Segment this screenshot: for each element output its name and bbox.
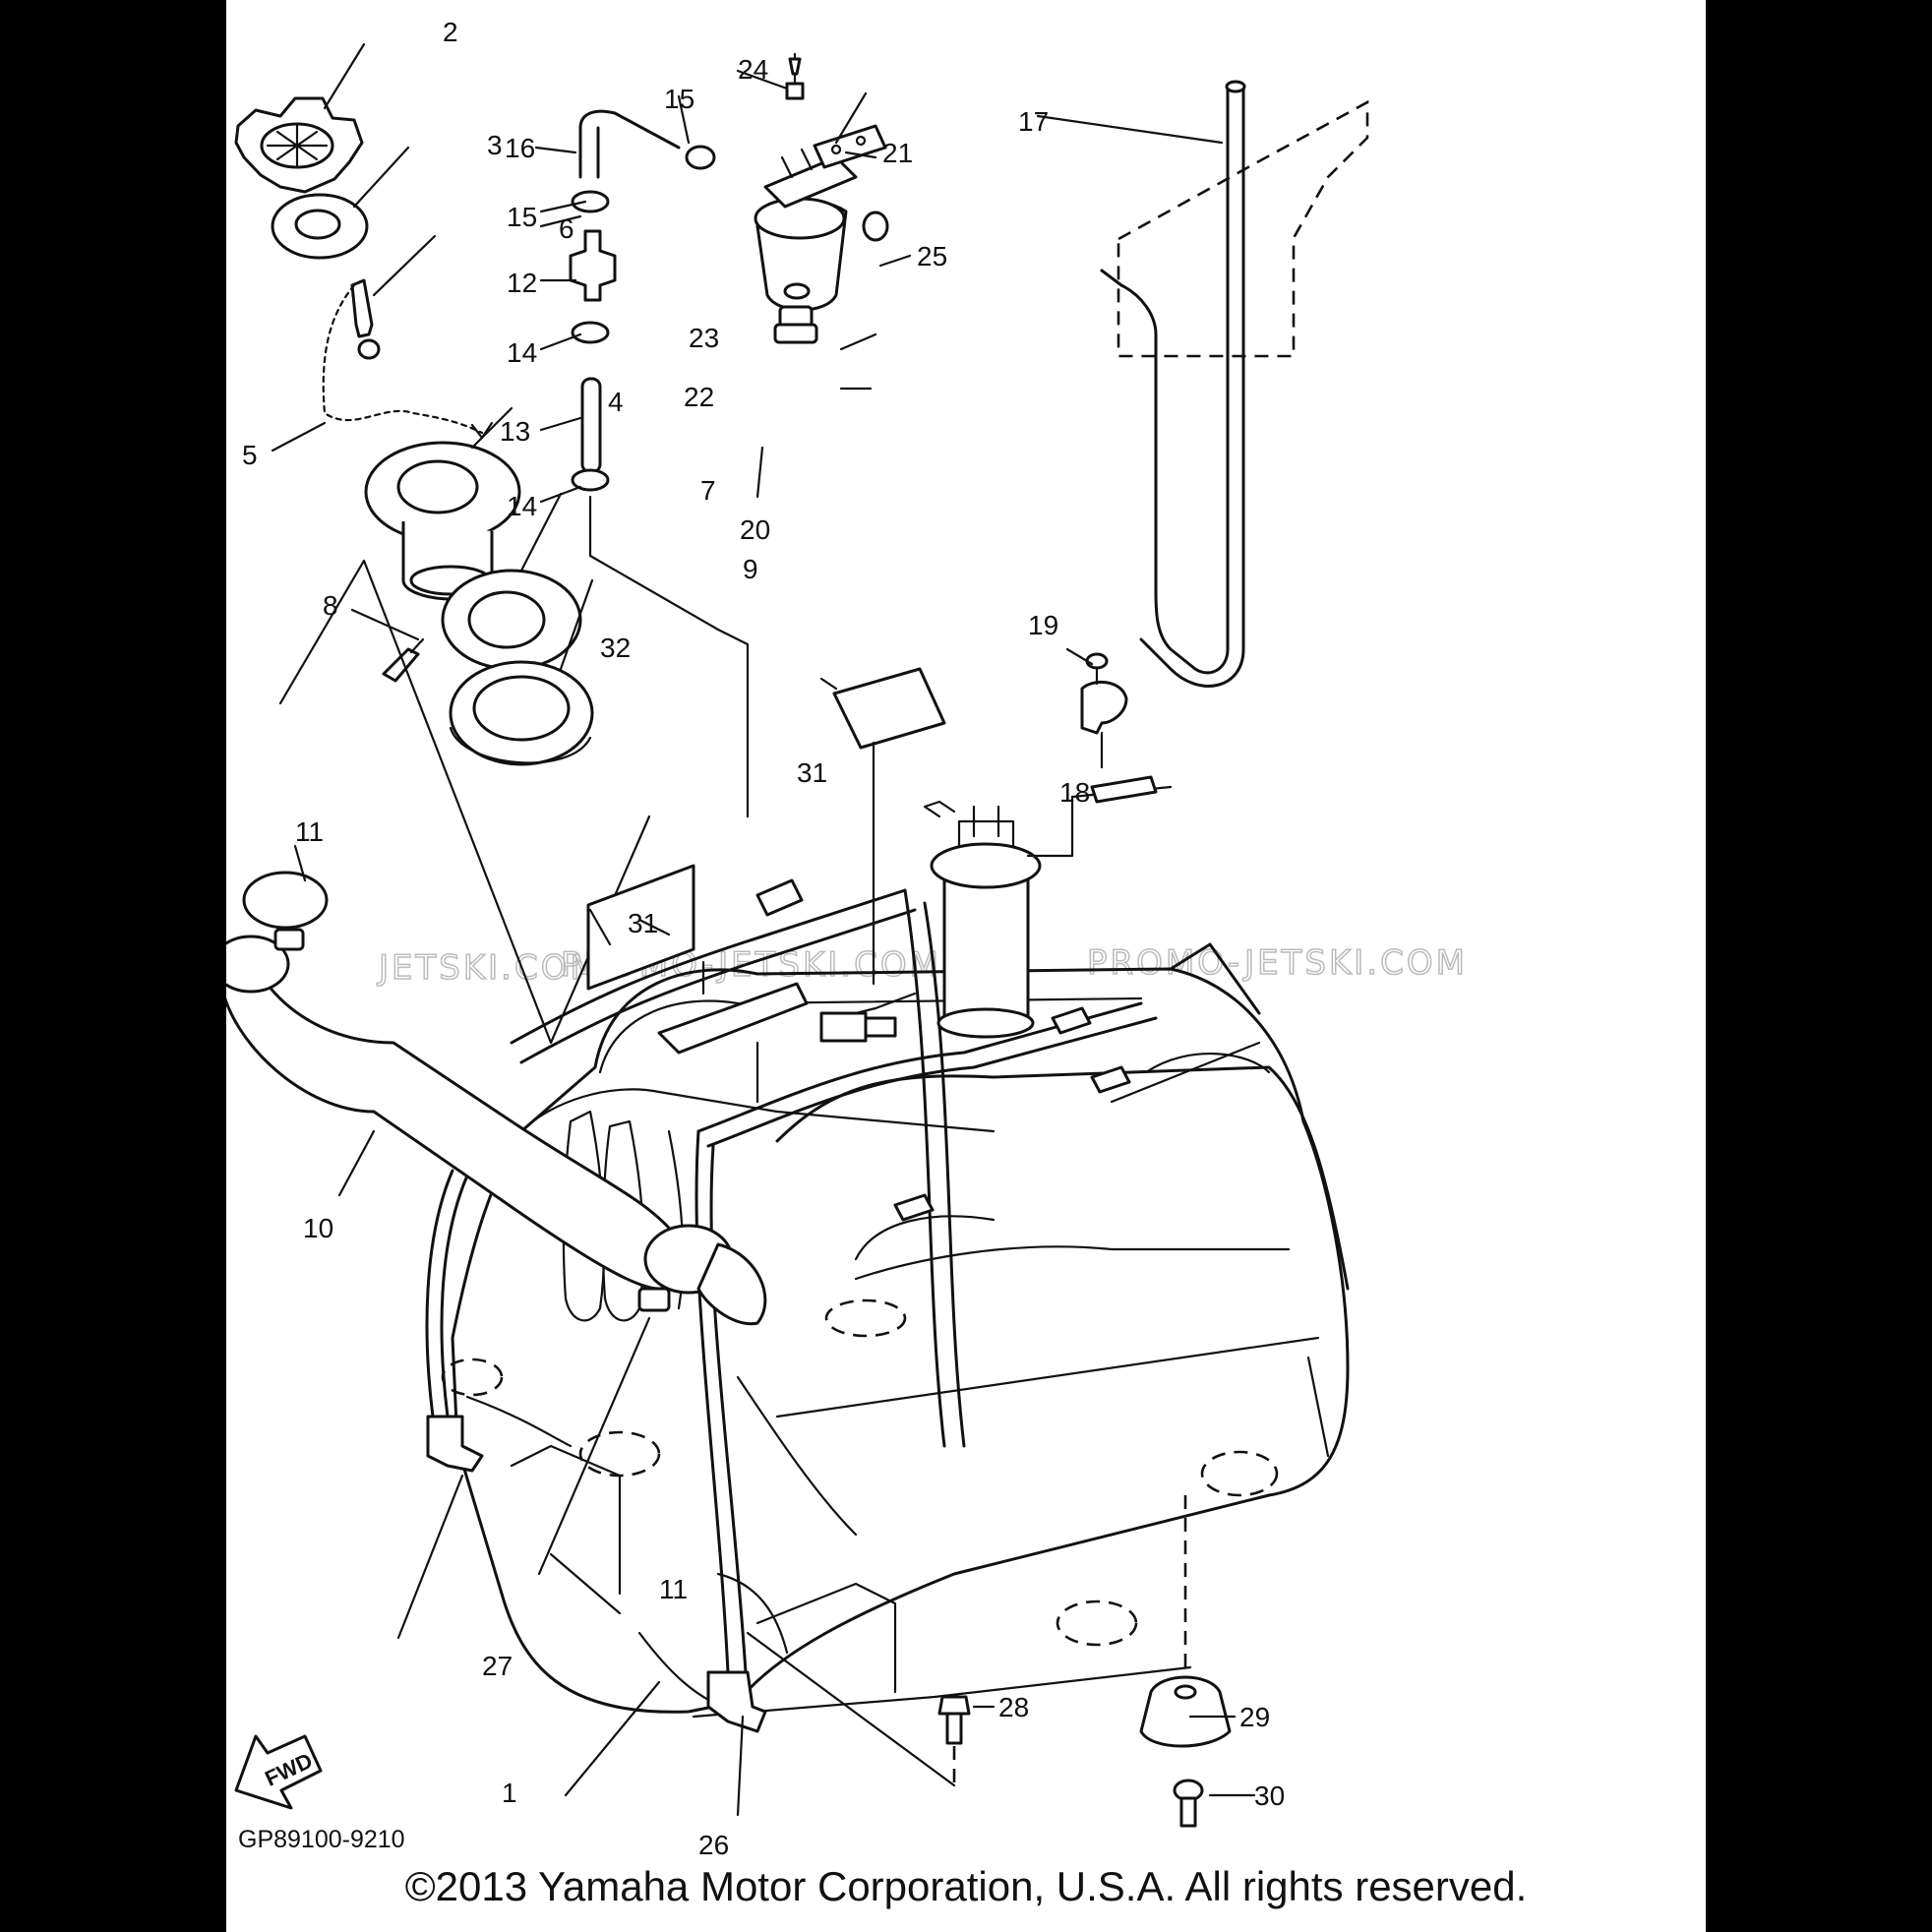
tank-sender-unit [819,775,1173,1043]
forward-arrow: FWD [234,1734,323,1810]
callout-3: 3 [487,130,503,160]
fuel-tank-exploded-diagram: JETSKI.COM PROMO-JETSKI.COM PROMO-JETSKI… [226,17,1468,1860]
gasket-3 [271,193,369,260]
clamp-18 [1080,680,1128,735]
label-31-upper [586,864,695,991]
callout-14-lower: 14 [507,491,537,521]
leader-lines [271,42,1256,1817]
callout-30: 30 [1254,1781,1285,1811]
watermark: JETSKI.COM PROMO-JETSKI.COM PROMO-JETSKI… [376,942,1468,989]
label-31-upper-guide [637,918,671,936]
callout-10: 10 [303,1213,333,1243]
callout-31-lower: 31 [628,908,658,938]
filler-neck-4 [364,441,521,601]
fuel-tank-body [441,942,1350,1719]
vent-hose-16 [578,109,681,179]
check-valve-12 [569,229,617,302]
callout-23: 23 [689,323,719,353]
rivet-8 [382,637,425,683]
washer-23 [783,282,811,300]
callout-1: 1 [502,1778,517,1808]
filter-housing [754,148,858,312]
label-31-lower [657,982,809,1055]
screw-6 [350,278,381,360]
gasket-7 [441,569,582,671]
clamp-11-lower [637,1224,767,1326]
callout-18: 18 [1059,777,1090,808]
screw-19 [1085,652,1109,686]
clip-15-lower [571,190,610,213]
callout-16: 16 [505,133,535,163]
callout-numbers: 2 3 6 4 5 7 8 9 11 10 11 27 26 1 28 29 3… [242,17,1285,1860]
callout-14-upper: 14 [507,337,537,368]
callout-12: 12 [507,268,537,298]
callout-24: 24 [738,54,768,85]
callout-29: 29 [1239,1702,1270,1732]
callout-11-lower: 11 [659,1574,688,1604]
parts-diagram-sheet: JETSKI.COM PROMO-JETSKI.COM PROMO-JETSKI… [226,0,1706,1932]
callout-7: 7 [700,475,716,506]
callout-15-lower: 15 [507,202,537,232]
hose-13 [580,377,602,474]
chain-5 [322,283,494,440]
bolt-28 [937,1695,971,1745]
vent-hose-17 [1100,80,1246,688]
callout-11-upper: 11 [295,816,324,847]
callout-20: 20 [740,514,770,545]
bolt-30 [1173,1779,1204,1828]
callout-32: 32 [600,633,631,663]
rivet-24 [785,52,805,100]
callout-31-upper: 31 [797,757,827,788]
callout-21: 21 [882,138,913,168]
callout-26: 26 [698,1830,729,1860]
bracket-21 [813,124,887,169]
clip-14-upper [571,321,610,344]
callout-28: 28 [998,1692,1029,1722]
callout-5: 5 [242,440,258,470]
callout-25: 25 [917,241,947,272]
clip-15-upper [685,145,716,170]
callout-15-upper: 15 [664,84,694,114]
clip-14-lower [571,468,610,492]
label-32 [832,667,946,750]
watermark-right: PROMO-JETSKI.COM [1087,943,1468,983]
filter-assembly-20-outline [1117,99,1369,358]
copyright-notice: ©2013 Yamaha Motor Corporation, U.S.A. A… [404,1863,1528,1909]
clip-25 [862,211,889,242]
watermark-left: JETSKI.COM [377,948,602,988]
filler-cap-2 [234,96,364,194]
tank-straps [425,878,1158,1733]
fuel-line-to-tank [588,495,750,818]
mount-29 [1139,1675,1232,1748]
callout-4: 4 [608,387,624,417]
callout-6: 6 [559,213,574,244]
callout-8: 8 [323,590,338,621]
bolt-28-guide-diag [746,1631,956,1787]
ring-9 [449,660,594,766]
callout-13: 13 [500,416,530,447]
callout-27: 27 [482,1651,513,1681]
callout-22: 22 [684,382,714,412]
drawing-code: GP89100-9210 [238,1826,405,1853]
drain-plug-22 [773,305,818,344]
callout-2: 2 [443,17,458,47]
callout-9: 9 [743,554,758,584]
callout-17: 17 [1018,106,1049,137]
clamp-11-upper [242,871,329,951]
callout-19: 19 [1028,610,1058,640]
